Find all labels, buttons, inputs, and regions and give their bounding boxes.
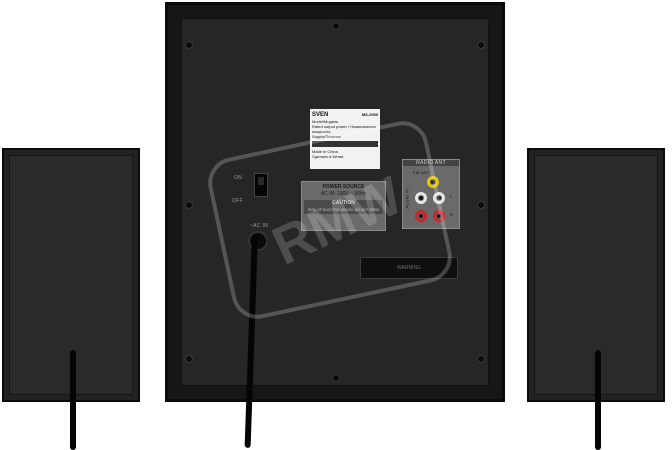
channel-label-right: R bbox=[450, 212, 454, 217]
right-satellite-speaker bbox=[527, 148, 665, 450]
label-line: Сделано в Китае bbox=[312, 154, 344, 159]
barcode bbox=[312, 141, 378, 147]
jack-panel: RADIO ANT FM ANT AUDIO IN L R bbox=[402, 159, 460, 229]
power-rating: AC IN: 230V ~ 50Hz bbox=[320, 191, 367, 197]
label-line: Made in China bbox=[312, 149, 338, 154]
ac-in-label: ~AC IN bbox=[250, 223, 269, 229]
caution-title: CAUTION bbox=[332, 200, 355, 206]
power-source-title: POWER SOURCE bbox=[322, 184, 365, 190]
product-label: SVEN MS-2050 Model/Модель Rated output p… bbox=[310, 109, 380, 169]
screw bbox=[477, 201, 485, 209]
label-line: Rated output power / Номинальная мощност… bbox=[312, 124, 376, 134]
fm-antenna-jack[interactable] bbox=[427, 176, 439, 188]
switch-off-label: OFF bbox=[232, 198, 243, 204]
fm-ant-label: FM ANT bbox=[413, 170, 430, 175]
screw bbox=[477, 355, 485, 363]
screw bbox=[332, 374, 340, 382]
screw bbox=[332, 22, 340, 30]
screw bbox=[477, 41, 485, 49]
right-speaker-cable bbox=[595, 350, 601, 450]
watermark-logo bbox=[208, 121, 452, 319]
channel-label-left: L bbox=[450, 194, 453, 199]
screw bbox=[185, 41, 193, 49]
caution-box: CAUTION RISK OF ELECTRIC SHOCK DO NOT OP… bbox=[304, 200, 383, 214]
power-switch[interactable] bbox=[254, 173, 268, 197]
screw bbox=[185, 201, 193, 209]
warning-text: WARNING bbox=[397, 265, 421, 271]
radio-ant-title: RADIO ANT bbox=[403, 160, 459, 166]
audio-in-left-jack[interactable] bbox=[415, 192, 427, 204]
speaker-out-right-jack[interactable] bbox=[433, 210, 445, 222]
brand-logo: SVEN bbox=[312, 112, 329, 118]
power-source-plate: POWER SOURCE AC IN: 230V ~ 50Hz CAUTION … bbox=[301, 181, 386, 231]
screw bbox=[185, 355, 193, 363]
left-satellite-speaker bbox=[2, 148, 140, 450]
left-speaker-cable bbox=[70, 350, 76, 450]
subwoofer: SVEN MS-2050 Model/Модель Rated output p… bbox=[165, 2, 505, 402]
switch-on-label: ON bbox=[234, 175, 243, 181]
label-line: Supply/Питание bbox=[312, 134, 342, 139]
warning-strip: WARNING bbox=[360, 257, 458, 279]
audio-in-right-jack[interactable] bbox=[415, 210, 427, 222]
speaker-out-left-jack[interactable] bbox=[433, 192, 445, 204]
model-code: MS-2050 bbox=[361, 112, 378, 117]
label-line: Model/Модель bbox=[312, 119, 339, 124]
caution-text: RISK OF ELECTRIC SHOCK DO NOT OPEN bbox=[307, 208, 380, 212]
